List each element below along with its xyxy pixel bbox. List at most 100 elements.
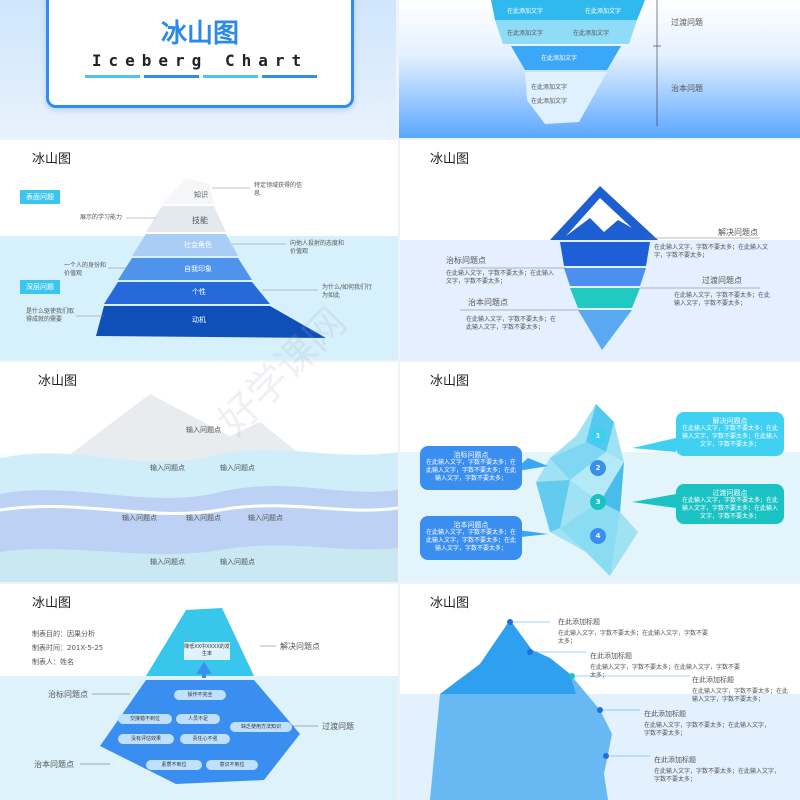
cover-bars xyxy=(85,75,317,78)
iceberg-layers-graphic xyxy=(400,186,800,360)
cause-oval: 责任心不强 xyxy=(180,734,230,744)
annotation: 向他人投射的态度和价值观 xyxy=(290,240,345,255)
slide-iceberg-markers[interactable]: 冰山图 在此添加标题 在此输入文字，字数不要太多；在此输入文字，字数不要太多； … xyxy=(400,584,800,800)
slide-title: 冰山图 xyxy=(32,152,72,167)
point-heading: 治标问题点 xyxy=(446,256,486,265)
label-transition: 过渡问题 xyxy=(322,722,354,731)
point-heading: 解决问题点 xyxy=(718,228,758,237)
slide-iceberg-cause[interactable]: 冰山图 制表目的：因果分析 制表时间：201X-5-25 制表人：姓名 降低XX… xyxy=(0,584,398,800)
issue-point: 输入问题点 xyxy=(248,514,283,522)
annotation: 特定领域获得的信息 xyxy=(254,182,303,197)
point-body: 在此输入文字，字数不要太多；在此输入文字，字数不要太多； xyxy=(674,292,771,307)
cover-card: 冰山图 Iceberg Chart xyxy=(46,0,354,108)
annotation: 是什么驱使我们取得成就的需要 xyxy=(26,308,75,323)
layer-label: 技能 xyxy=(192,216,208,225)
annotation: 一个人的身份和价值观 xyxy=(64,262,107,277)
cause-oval: 人员不足 xyxy=(176,714,220,724)
slide-iceberg-pyramid[interactable]: 冰山图 表面问题 深层问题 知识 技能 社会角色 自我印象 个性 动机 特定领域… xyxy=(0,140,398,360)
cell: 在此添加文字 xyxy=(507,8,544,15)
meta-purpose: 制表目的：因果分析 xyxy=(32,630,95,638)
card-solve[interactable]: 解决问题点 在此输入文字，字数不要太多；在此输入文字，字数不要太多；在此输入文字… xyxy=(676,412,784,456)
point-body: 在此输入文字，字数不要太多；在此输入文字，字数不要太多； xyxy=(446,270,555,285)
point-heading: 过渡问题点 xyxy=(702,276,742,285)
annotation: 展示的学习能力 xyxy=(80,214,123,221)
step-node-1: 1 xyxy=(590,428,606,444)
cell: 在此添加文字 xyxy=(531,84,568,91)
slide-iceberg-waves[interactable]: 冰山图 输入问题点 输入问题点 输入问题点 输入问题点 输入问题点 输入问题点 … xyxy=(0,362,398,582)
marker-heading: 在此添加标题 xyxy=(644,710,686,718)
layer-label: 自我印象 xyxy=(184,265,212,273)
slide-title: 冰山图 xyxy=(430,596,470,611)
label-transition: 过渡问题 xyxy=(671,18,703,27)
slide-title: 冰山图 xyxy=(32,596,72,611)
marker-iceberg-graphic xyxy=(400,619,800,800)
marker-heading: 在此添加标题 xyxy=(692,676,734,684)
step-node-3: 3 xyxy=(590,494,606,510)
label-solve: 解决问题点 xyxy=(280,642,320,651)
tag-surface: 表面问题 xyxy=(20,190,60,204)
iceberg-table-graphic xyxy=(491,0,661,126)
step-node-2: 2 xyxy=(590,460,606,476)
label-root: 治本问题 xyxy=(671,84,703,93)
cause-oval: 意识不到位 xyxy=(206,760,258,770)
issue-point: 输入问题点 xyxy=(122,514,157,522)
slide-title: 冰山图 xyxy=(430,374,470,389)
cause-oval: 操作不完全 xyxy=(174,690,226,700)
meta-author: 制表人：姓名 xyxy=(32,658,74,666)
issue-point: 输入问题点 xyxy=(220,464,255,472)
cause-oval: 素质不到位 xyxy=(146,760,202,770)
goal-box: 降低XX中XXXX的发生率 xyxy=(184,642,230,660)
marker-heading: 在此添加标题 xyxy=(558,618,600,626)
layer-label: 社会角色 xyxy=(184,241,212,249)
card-body: 在此输入文字，字数不要太多；在此输入文字，字数不要太多；在此输入文字，字数不要太… xyxy=(682,497,779,520)
layer-label: 个性 xyxy=(192,288,206,296)
cell: 在此添加文字 xyxy=(541,55,578,62)
marker-body: 在此输入文字，字数不要太多；在此输入文字，字数不要太多； xyxy=(644,722,771,737)
card-body: 在此输入文字，字数不要太多；在此输入文字，字数不要太多；在此输入文字，字数不要太… xyxy=(682,425,779,448)
waves-graphic xyxy=(0,394,398,582)
layer-label: 动机 xyxy=(192,316,206,324)
slide-title: 冰山图 xyxy=(38,374,78,389)
marker-body: 在此输入文字，字数不要太多；在此输入文字，字数不要太多； xyxy=(590,664,741,679)
cell: 在此添加文字 xyxy=(573,30,610,37)
cell: 在此添加文字 xyxy=(531,98,568,105)
slide-cover[interactable]: 冰山图 Iceberg Chart xyxy=(0,0,396,138)
card-heading: 过渡问题点 xyxy=(712,489,748,497)
pyramid-graphic xyxy=(0,178,398,360)
card-transition[interactable]: 过渡问题点 在此输入文字，字数不要太多；在此输入文字，字数不要太多；在此输入文字… xyxy=(676,484,784,524)
point-heading: 治本问题点 xyxy=(468,298,508,307)
slide-iceberg-layers[interactable]: 冰山图 解决问题点 在此输入文字，字数不要太多；在此输入文字，字数不要太多； 治… xyxy=(400,140,800,360)
point-body: 在此输入文字，字数不要太多；在此输入文字，字数不要太多； xyxy=(466,316,557,331)
marker-body: 在此输入文字，字数不要太多；在此输入文字，字数不要太多； xyxy=(654,768,781,783)
cause-oval: 交接错不到位 xyxy=(118,714,172,724)
card-heading: 解决问题点 xyxy=(712,417,748,425)
cause-oval: 没有评估效果 xyxy=(118,734,174,744)
cell: 在此添加文字 xyxy=(507,30,544,37)
cover-title: 冰山图 xyxy=(160,19,239,49)
point-body: 在此输入文字，字数不要太多；在此输入文字，字数不要太多； xyxy=(654,244,769,259)
card-root[interactable]: 治本问题点 在此输入文字，字数不要太多；在此输入文字，字数不要太多；在此输入文字… xyxy=(420,516,522,560)
card-body: 在此输入文字，字数不要太多；在此输入文字，字数不要太多；在此输入文字，字数不要太… xyxy=(426,529,517,552)
issue-point: 输入问题点 xyxy=(220,558,255,566)
card-heading: 治本问题点 xyxy=(453,521,489,529)
marker-body: 在此输入文字，字数不要太多；在此输入文字，字数不要太多； xyxy=(558,630,709,645)
slide-title: 冰山图 xyxy=(430,152,470,167)
marker-body: 在此输入文字，字数不要太多；在此输入文字，字数不要太多； xyxy=(692,688,789,703)
layer-label: 知识 xyxy=(194,191,208,199)
slide-iceberg-cards[interactable]: 冰山图 1 2 3 4 解决问题点 在此输入文字，字数不要太多；在此输入文字，字… xyxy=(400,362,800,582)
tag-deep: 深层问题 xyxy=(20,280,60,294)
cover-subtitle: Iceberg Chart xyxy=(91,51,309,70)
annotation: 为什么/如何我们行为如此 xyxy=(322,284,373,299)
issue-point: 输入问题点 xyxy=(186,514,221,522)
issue-point: 输入问题点 xyxy=(150,558,185,566)
marker-heading: 在此添加标题 xyxy=(654,756,696,764)
slide-iceberg-table[interactable]: 在此添加文字 在此添加文字 在此添加文字 在此添加文字 在此添加文字 在此添加文… xyxy=(399,0,800,138)
issue-point: 输入问题点 xyxy=(150,464,185,472)
step-node-4: 4 xyxy=(590,528,606,544)
label-symptom: 治标问题点 xyxy=(48,690,88,699)
marker-heading: 在此添加标题 xyxy=(590,652,632,660)
card-body: 在此输入文字，字数不要太多；在此输入文字，字数不要太多；在此输入文字，字数不要太… xyxy=(426,459,517,482)
card-heading: 治标问题点 xyxy=(453,451,489,459)
card-symptom[interactable]: 治标问题点 在此输入文字，字数不要太多；在此输入文字，字数不要太多；在此输入文字… xyxy=(420,446,522,490)
